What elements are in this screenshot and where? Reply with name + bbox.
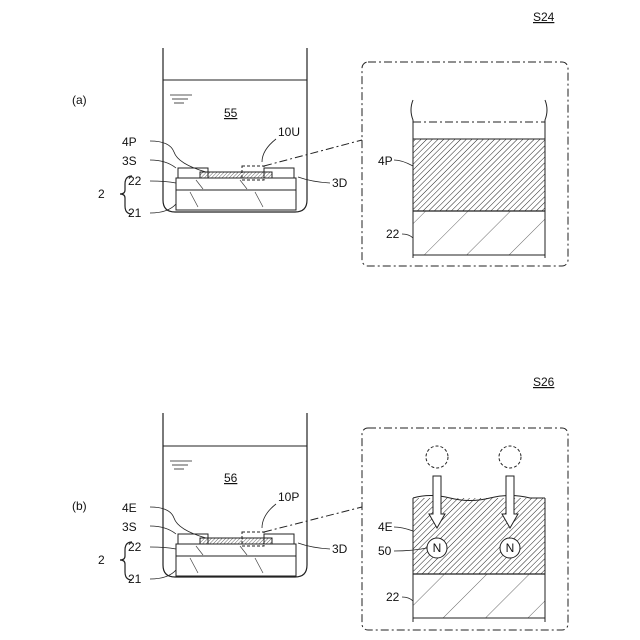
inset-label-film-a: 4P	[378, 154, 393, 168]
inset-layer-22	[413, 574, 545, 618]
step-label-a: S24	[533, 10, 555, 24]
label-source-b: 3S	[122, 520, 137, 534]
label-22-b: 22	[128, 540, 142, 554]
inset-label-film-b: 4E	[378, 520, 393, 534]
panel-tag-a: (a)	[72, 93, 87, 107]
dopant-source-icon	[499, 446, 521, 468]
film-4e	[200, 538, 272, 544]
label-21-b: 21	[128, 572, 142, 586]
label-drain-a: 3D	[332, 176, 348, 190]
zoom-line-b	[264, 507, 362, 532]
inset-label-22-a: 22	[386, 227, 400, 241]
inset-label-22-b: 22	[386, 590, 400, 604]
zoom-line-a	[264, 140, 362, 166]
inset-a	[411, 100, 547, 258]
liquid-surface-icon	[170, 461, 192, 469]
inset-layer-22	[413, 211, 545, 255]
inset-film-4p	[413, 139, 545, 211]
panel-tag-b: (b)	[72, 499, 87, 513]
label-2-a: 2	[98, 187, 105, 201]
liquid-label-b: 56	[224, 471, 238, 485]
label-21-a: 21	[128, 206, 142, 220]
liquid-surface-icon	[170, 95, 192, 103]
label-2-b: 2	[98, 553, 105, 567]
dopant-source-icon	[426, 446, 448, 468]
label-drain-b: 3D	[332, 542, 348, 556]
layer-22	[176, 178, 296, 190]
label-region-a: 10U	[278, 125, 300, 139]
label-film-b: 4E	[122, 501, 137, 515]
label-film-a: 4P	[122, 135, 137, 149]
panel-a: S24 (a) 55	[72, 10, 568, 266]
layer-22	[176, 544, 296, 556]
device-b	[176, 532, 296, 576]
liquid-label-a: 55	[224, 106, 238, 120]
ion-label-right: N	[506, 541, 515, 555]
step-label-b: S26	[533, 375, 555, 389]
device-a	[176, 166, 296, 210]
film-4p	[200, 172, 272, 178]
ion-label-left: N	[433, 541, 442, 555]
label-source-a: 3S	[122, 154, 137, 168]
inset-label-50: 50	[378, 544, 392, 558]
panel-b: S26 (b) 56 4E 3S	[72, 375, 568, 630]
label-region-b: 10P	[278, 490, 299, 504]
label-22-a: 22	[128, 174, 142, 188]
